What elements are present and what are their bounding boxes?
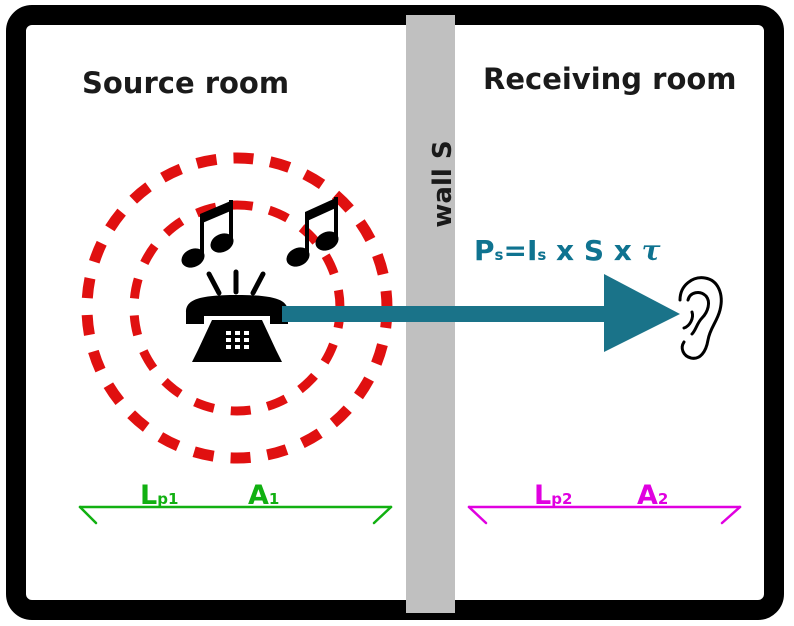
source-level-main: L (140, 480, 158, 511)
source-dimension-line (78, 505, 393, 525)
source-room-label: Source room (82, 66, 290, 100)
source-absorption-subscript: 1 (268, 490, 280, 508)
formula-equals: = (503, 234, 527, 267)
formula-times-2: x (613, 234, 632, 267)
formula-intensity: I (526, 234, 538, 267)
wall-label: wall S (428, 140, 458, 228)
receiving-absorption-label: A2 (637, 480, 668, 511)
source-absorption-label: A1 (248, 480, 279, 511)
transmitted-power-formula: Ps=Is x S x τ (474, 234, 660, 267)
receiving-level-subscript: p2 (551, 490, 573, 508)
transmission-arrow (282, 274, 680, 352)
receiving-absorption-subscript: 2 (657, 490, 669, 508)
telephone-icon (186, 295, 288, 362)
receiving-absorption-main: A (637, 480, 658, 511)
formula-tau: τ (641, 234, 661, 267)
formula-times-1: x (556, 234, 575, 267)
source-level-label: Lp1 (140, 480, 178, 511)
source-level-subscript: p1 (157, 490, 179, 508)
receiving-dimension-line (467, 505, 742, 525)
source-absorption-main: A (248, 480, 269, 511)
formula-intensity-subscript: s (537, 246, 547, 264)
formula-area: S (583, 234, 605, 267)
music-note-icon (286, 197, 339, 267)
vibration-lines (206, 269, 266, 296)
receiving-level-main: L (534, 480, 552, 511)
ear-icon (678, 276, 723, 360)
receiving-level-label: Lp2 (534, 480, 572, 511)
music-note-icon (181, 200, 234, 268)
formula-power-subscript: s (494, 246, 504, 264)
receiving-room-label: Receiving room (483, 62, 737, 96)
formula-power: P (474, 234, 495, 267)
